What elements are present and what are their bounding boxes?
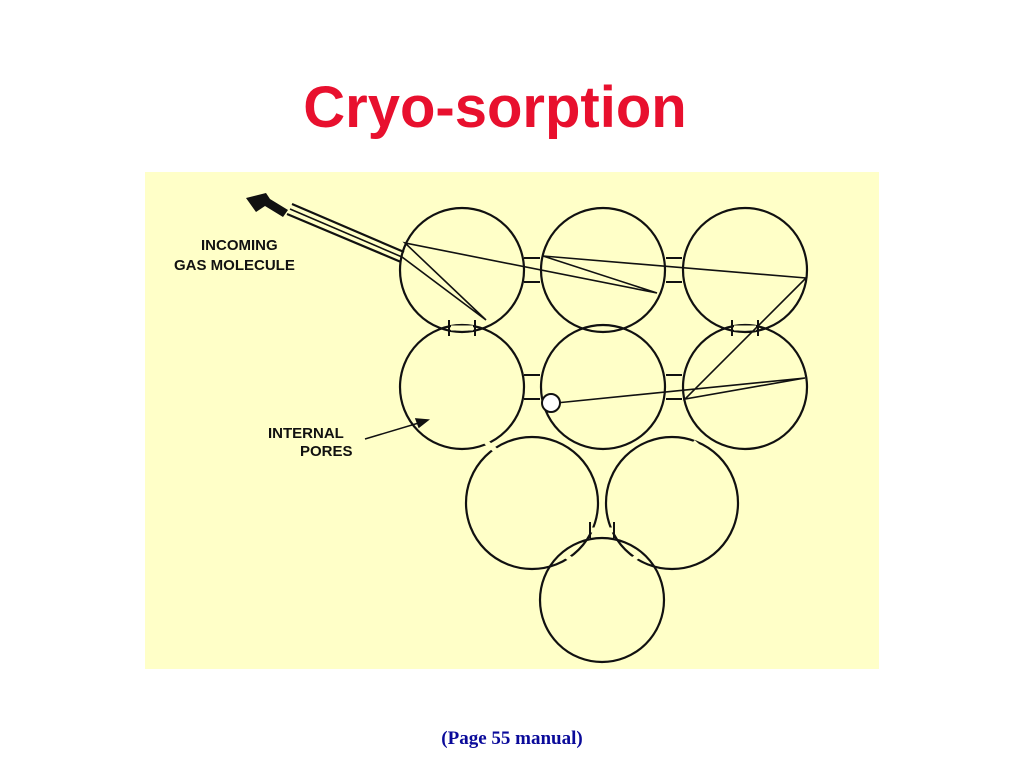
particle-top-right bbox=[681, 206, 809, 334]
cryosorption-diagram: INCOMING GAS MOLECULE INTERNAL PORES bbox=[145, 172, 879, 669]
arrow-pointing-down-right-icon bbox=[246, 193, 288, 217]
label-incoming-line1: INCOMING bbox=[201, 237, 278, 254]
diagram-background bbox=[145, 172, 879, 669]
particle-middle-right bbox=[681, 323, 809, 451]
pore-gaps bbox=[451, 259, 756, 571]
footer-note: (Page 55 manual) bbox=[441, 728, 583, 749]
label-pores-line2: PORES bbox=[300, 443, 353, 460]
label-pores-line1: INTERNAL bbox=[268, 425, 344, 442]
particle-lower-left bbox=[464, 435, 600, 571]
slide-title: Cryo-sorption bbox=[303, 75, 687, 140]
particle-lower-right bbox=[604, 435, 740, 571]
label-incoming-line2: GAS MOLECULE bbox=[174, 257, 295, 274]
diagram-panel: INCOMING GAS MOLECULE INTERNAL PORES bbox=[145, 172, 879, 669]
molecule-trajectory bbox=[289, 208, 808, 404]
particle-middle-left bbox=[398, 323, 526, 451]
particle-top-left bbox=[398, 206, 526, 334]
entry-channel bbox=[286, 202, 405, 264]
pore-channel-outlines bbox=[448, 257, 759, 538]
particle-middle-center bbox=[539, 323, 667, 451]
adsorbed-molecule bbox=[541, 393, 561, 413]
pores-pointer bbox=[364, 418, 430, 440]
particle-bottom bbox=[538, 536, 666, 664]
